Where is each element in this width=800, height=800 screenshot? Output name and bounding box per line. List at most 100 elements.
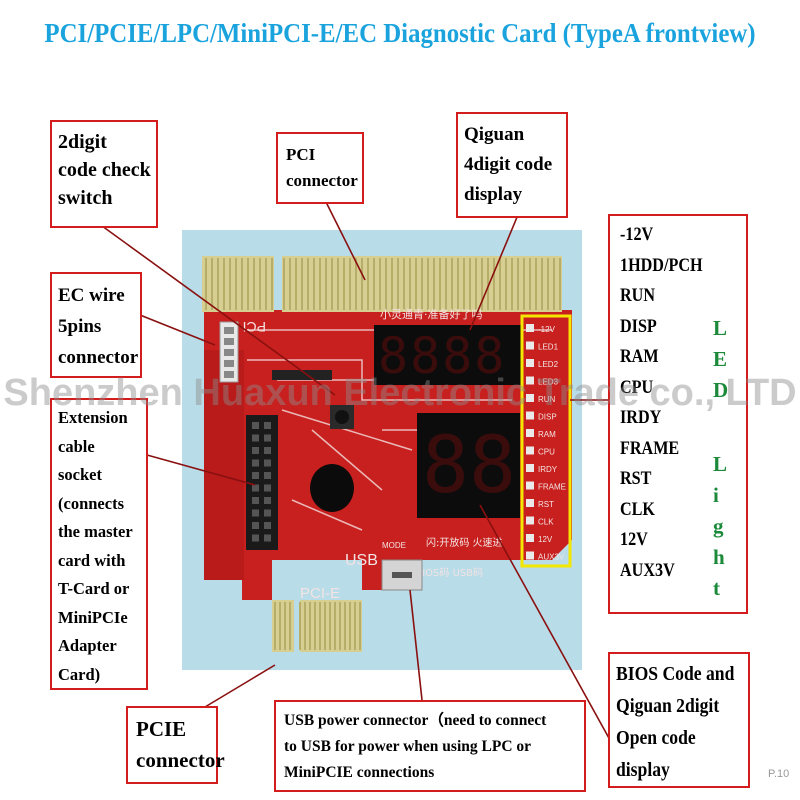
led-silk-label: CPU [538, 448, 555, 457]
led-letter: E [713, 347, 728, 371]
callout-line: MiniPCIE connections [284, 764, 435, 781]
callout-line: Open code [616, 727, 696, 749]
callout-line: to USB for power when using LPC or [284, 738, 532, 755]
callout-line: socket [58, 465, 102, 484]
callout-line: the master [58, 522, 133, 541]
pci-silk-label: PCI [243, 319, 266, 335]
callout-ec-wire: EC wire 5pins connector [50, 272, 142, 378]
callout-line: Qiguan 2digit [616, 695, 720, 717]
led [526, 359, 534, 367]
callout-line: MiniPCIe [58, 607, 128, 627]
callout-line: connector [58, 347, 139, 368]
mode-silk-label: MODE [382, 541, 406, 550]
led-silk-label: LED1 [538, 343, 559, 352]
page-title: PCI/PCIE/LPC/MiniPCI-E/EC Diagnostic Car… [44, 18, 756, 48]
callout-line: Qiguan [464, 124, 525, 145]
led-letter: L [713, 316, 728, 340]
four-digit-display [374, 325, 522, 385]
led-signal-label: IRDY [620, 407, 662, 428]
led-signal-label: 12V [620, 529, 648, 550]
diagnostic-card-photo: PCI PCI-E USB MODE 8888 88 小灵通青·准备好了吗 闪:… [182, 230, 582, 670]
callout-line: display [464, 184, 523, 205]
callout-extension-socket: Extension cable socket (connects the mas… [50, 398, 148, 690]
led-silk-label: DISP [538, 413, 557, 422]
callout-line: 2digit [58, 131, 107, 153]
led-signal-label: RAM [620, 346, 659, 367]
callout-line: card with [58, 550, 126, 570]
led-silk-label: RAM [538, 430, 556, 439]
led [526, 411, 534, 420]
led [526, 481, 534, 490]
led [526, 429, 534, 437]
led [526, 376, 534, 385]
led [526, 464, 534, 472]
led-signal-label: RST [620, 468, 652, 489]
callout-line: USB power connector（need to connect [284, 712, 547, 729]
led-silk-label: 12V [538, 535, 553, 544]
light-letter: h [713, 545, 725, 569]
led [526, 394, 534, 402]
callout-qiguan-display: Qiguan 4digit code display [456, 112, 568, 218]
led-silk-label: RST [538, 500, 554, 509]
light-letter: i [713, 483, 719, 507]
extension-socket [246, 415, 278, 550]
callout-line: EC wire [58, 285, 125, 306]
callout-line: PCIE [136, 717, 187, 741]
light-letter: t [713, 576, 720, 600]
led-signal-label: FRAME [620, 437, 680, 459]
led-silk-label: CLK [538, 518, 554, 527]
led [526, 499, 534, 507]
page-number: P.10 [768, 768, 790, 780]
led-signal-label: RUN [620, 285, 655, 306]
callout-line: connector [136, 748, 225, 772]
callout-line: 4digit code [464, 154, 553, 175]
callout-two-digit-switch: 2digit code check switch [50, 120, 158, 228]
led-silk-label: AUX3V [538, 553, 565, 562]
callout-bios-code: BIOS Code and Qiguan 2digit Open code di… [608, 652, 750, 788]
callout-line: (connects [58, 493, 124, 513]
pcie-gold-fingers [272, 600, 362, 652]
callout-line: T-Card or [58, 579, 130, 598]
light-letter: L [713, 452, 728, 476]
led-letter: D [713, 378, 729, 402]
callout-pcie-connector: PCIE connector [126, 706, 225, 784]
led-silk-label: IRDY [538, 465, 558, 474]
led-signal-label: -12V [620, 224, 654, 245]
callout-line: cable [58, 436, 95, 456]
led-silk-label: FRAME [538, 483, 566, 492]
callout-line: switch [58, 187, 113, 209]
pcie-silk-label: PCI-E [300, 585, 340, 602]
callout-pci-connector: PCI connector [276, 132, 364, 204]
callout-line: Adapter [58, 636, 117, 655]
led-signal-label: CLK [620, 498, 656, 520]
chinese-silk-mid: 闪:开放码 火速进 [426, 536, 503, 549]
two-digit-display [417, 413, 520, 518]
callout-line: Card) [58, 664, 101, 684]
led-silk-label: -12V [538, 325, 556, 334]
watermark: Shenzhen Huaxun Electronic Trade co., LT… [3, 372, 797, 414]
led-silk-label: RUN [538, 395, 556, 404]
callout-line: Extension [58, 408, 128, 427]
led [526, 324, 534, 332]
led [526, 551, 534, 560]
chinese-silk-top: 小灵通青·准备好了吗 [380, 307, 483, 321]
two-digit-readout: 88 [422, 421, 516, 511]
four-digit-readout: 8888 [378, 327, 506, 385]
callout-line: 5pins [58, 316, 102, 337]
led-signal-label: CPU [620, 376, 654, 398]
light-letter: g [713, 514, 724, 538]
led-silk-label: LED3 [538, 378, 559, 387]
callout-line: PCI [286, 145, 316, 164]
led [526, 534, 534, 542]
callout-usb-power: USB power connector（need to connect to U… [274, 700, 586, 792]
callout-line: code check [58, 159, 151, 181]
led-signal-label: DISP [620, 315, 657, 337]
callout-line: BIOS Code and [616, 663, 735, 685]
callout-line: display [616, 759, 670, 781]
led [526, 516, 534, 525]
led [526, 341, 534, 350]
led-silk-label: LED2 [538, 360, 559, 369]
callout-line: connector [286, 171, 358, 190]
epoxy-chip [310, 464, 354, 512]
